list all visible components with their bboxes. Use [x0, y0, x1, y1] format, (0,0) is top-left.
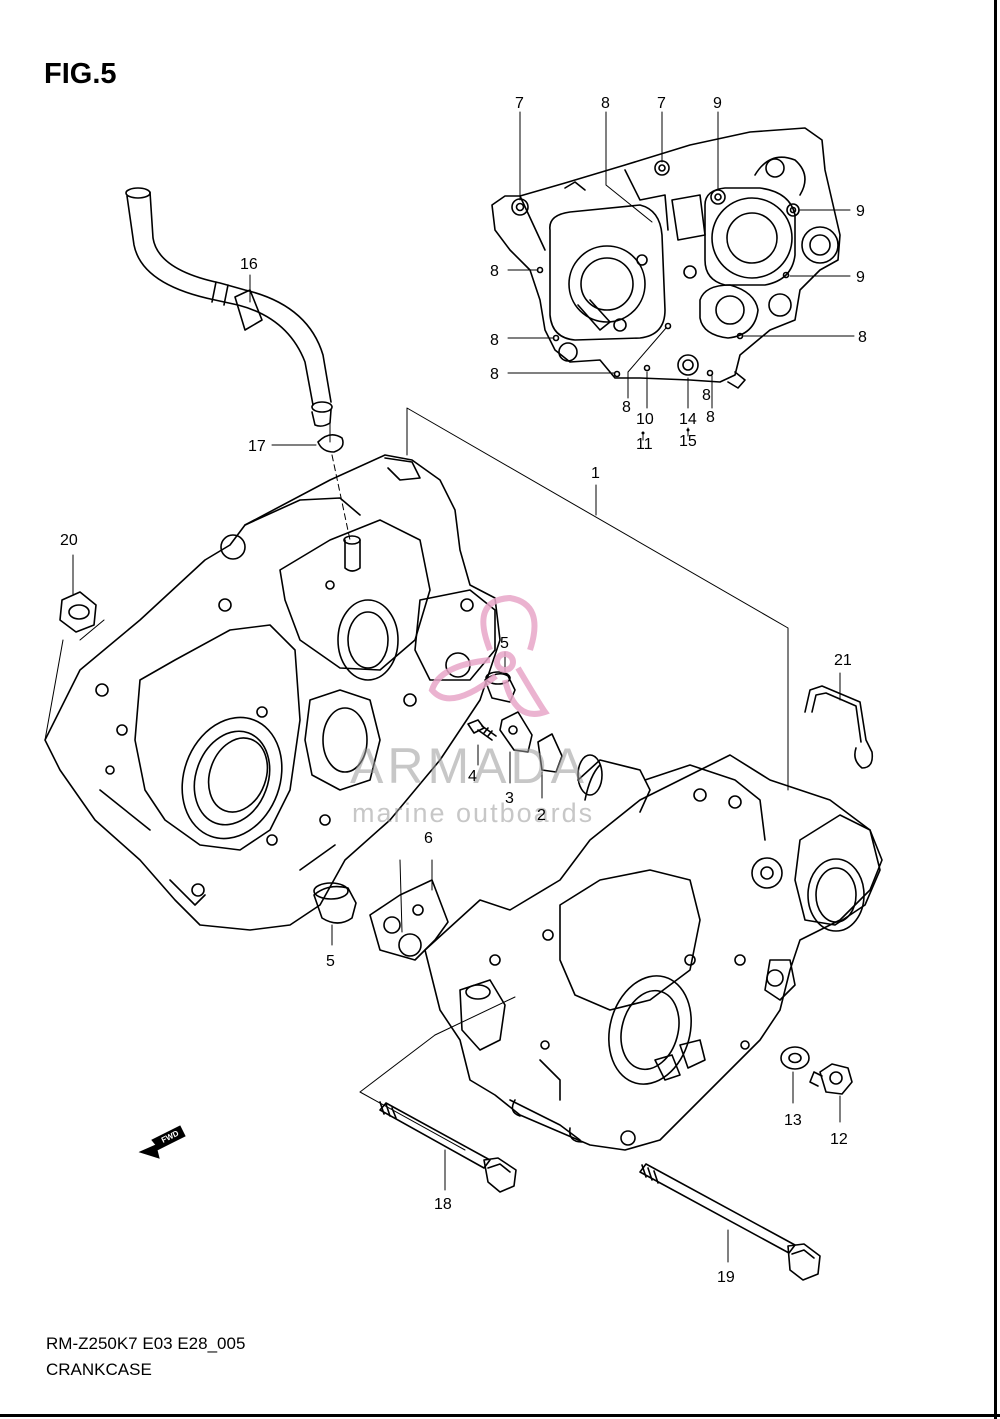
figure-title: FIG.5	[44, 58, 117, 90]
watermark-logo: ARMADA marine outboards	[350, 594, 594, 828]
drain-plug-12	[809, 1063, 853, 1095]
frame-right-border	[994, 0, 997, 1419]
callout-9: 9	[713, 95, 722, 112]
callout-11: 11	[636, 436, 653, 453]
callout-9: 9	[856, 203, 865, 220]
dowel-pin-bottom	[313, 882, 357, 924]
callout-8: 8	[601, 95, 610, 112]
callout-6: 6	[424, 830, 433, 847]
fwd-arrow-icon: FWD	[138, 1125, 186, 1159]
callout-8: 8	[858, 329, 867, 346]
plate	[499, 711, 533, 753]
callout-15: 15	[679, 433, 697, 450]
callout-1: 1	[591, 465, 600, 482]
gasket-6	[369, 879, 449, 961]
callout-18: 18	[434, 1196, 452, 1213]
callout-3: 3	[505, 790, 514, 807]
inset-crankcase-half	[491, 127, 841, 389]
inset-leader-lines	[507, 111, 855, 409]
callout-12: 12	[830, 1131, 848, 1148]
frame-bottom-border	[0, 1414, 1000, 1417]
pipe-21	[804, 685, 874, 769]
callout-20: 20	[60, 532, 78, 549]
callout-8: 8	[706, 409, 715, 426]
breather-hose	[125, 187, 333, 427]
figure-caption: CRANKCASE	[46, 1360, 152, 1379]
callout-2: 2	[537, 807, 546, 824]
oil-seal-20	[59, 591, 97, 633]
callout-7: 7	[515, 95, 524, 112]
crankcase-left-half	[44, 454, 501, 931]
watermark-brand: ARMADA	[350, 738, 588, 794]
callout-8: 8	[622, 399, 631, 416]
callout-16: 16	[240, 256, 258, 273]
callout-8: 8	[490, 263, 499, 280]
bolt-19	[639, 1163, 821, 1281]
bolt-small	[467, 719, 497, 741]
callout-8: 8	[490, 332, 499, 349]
watermark-tagline: marine outboards	[352, 798, 594, 828]
crankcase-right-half	[424, 754, 883, 1151]
callout-10: 10	[636, 411, 654, 428]
callout-4: 4	[468, 768, 477, 785]
callout-19: 19	[717, 1269, 735, 1286]
model-code: RM-Z250K7 E03 E28_005	[46, 1334, 246, 1353]
callout-9: 9	[856, 269, 865, 286]
guide-lines	[44, 274, 841, 1263]
propeller-logo-icon	[428, 594, 550, 717]
callout-5: 5	[500, 635, 509, 652]
callout-17: 17	[248, 438, 266, 455]
washer-13	[780, 1046, 810, 1070]
callout-14: 14	[679, 411, 697, 428]
callout-8: 8	[490, 366, 499, 383]
callout-7: 7	[657, 95, 666, 112]
callout-labels: 7 8 7 9 9 9 8 8 8 8 8 8 10 11 14 15 8 16…	[60, 95, 867, 1286]
callout-21: 21	[834, 652, 852, 669]
gasket-small	[537, 733, 563, 773]
callout-13: 13	[784, 1112, 802, 1129]
callout-5: 5	[326, 953, 335, 970]
callout-8: 8	[702, 387, 711, 404]
bolt-18	[379, 1101, 517, 1193]
